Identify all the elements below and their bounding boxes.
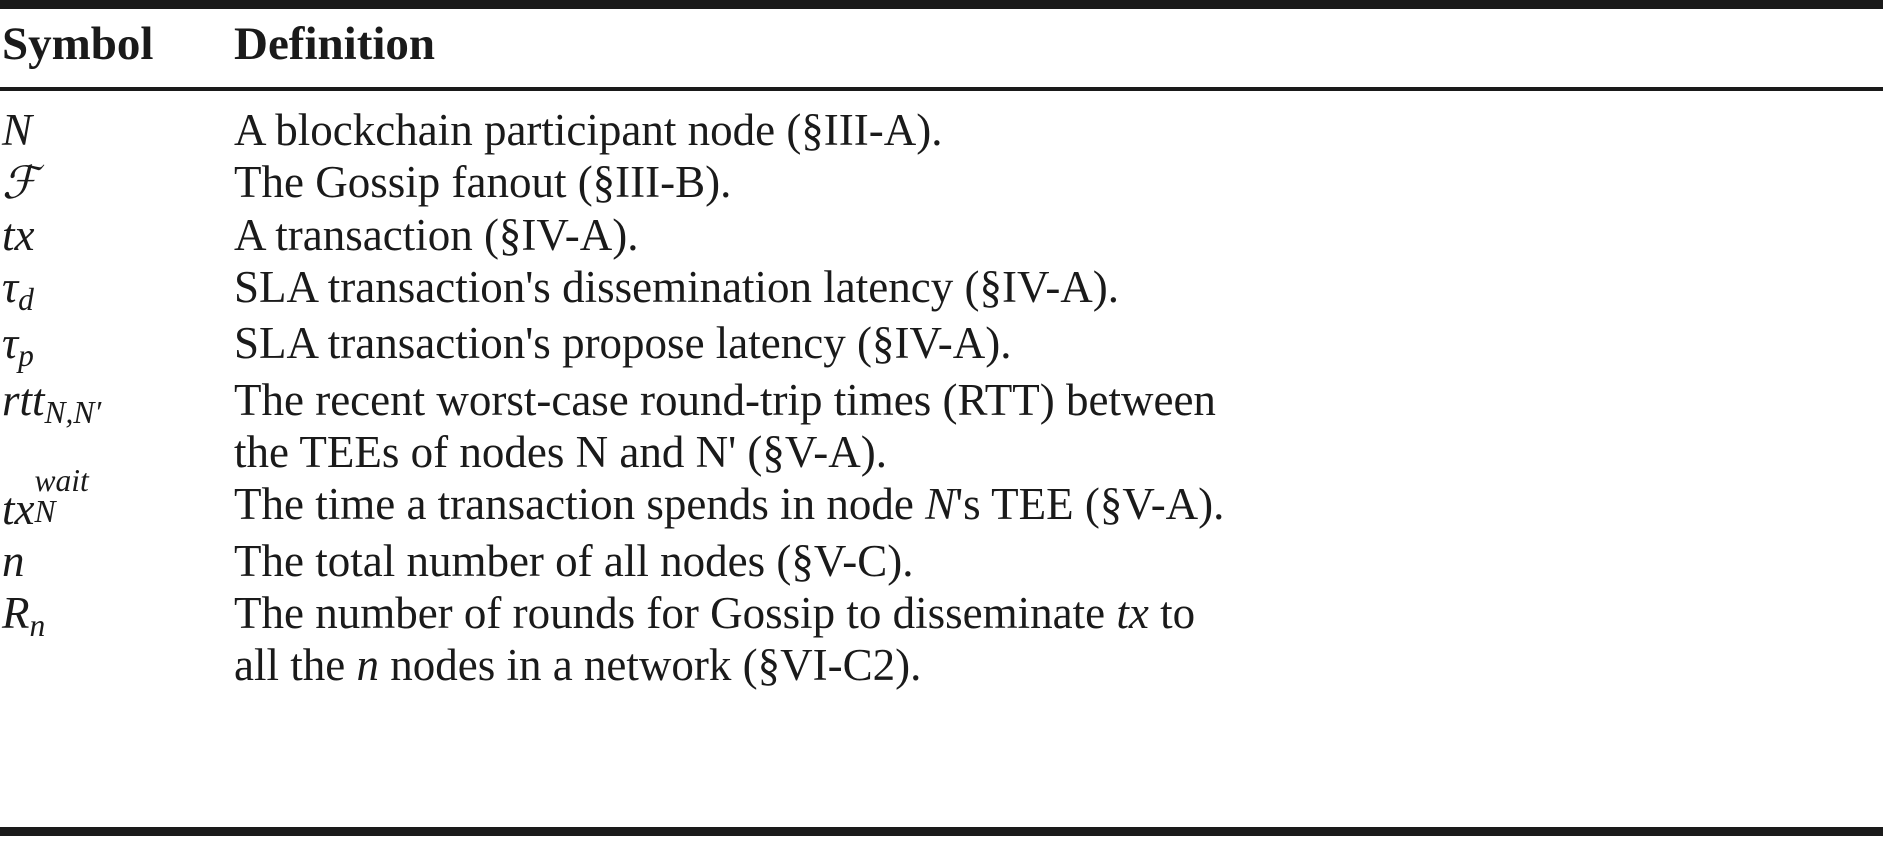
definition-line-2: all the n nodes in a network (§VI-C2). — [234, 640, 1879, 692]
symbol-glyph: ℱ — [2, 155, 38, 209]
definition-line2-post: nodes in a network (§VI-C2). — [378, 639, 922, 690]
symbol-glyph: τ — [2, 261, 19, 312]
column-header-definition: Definition — [234, 18, 436, 70]
symbol-subscript: d — [18, 282, 34, 318]
table-row: tx A transaction (§IV-A). — [0, 210, 1883, 262]
definition-cell-fanout: The Gossip fanout (§III-B). — [234, 156, 732, 207]
symbol-cell-rounds: Rn — [0, 588, 228, 702]
definition-text-pre: The time a transaction spends in node — [234, 478, 926, 529]
table-bottom-rule — [0, 827, 1883, 836]
definition-line-1: The number of rounds for Gossip to disse… — [234, 588, 1879, 640]
definition-line2-pre: all the — [234, 639, 357, 690]
definition-line-1: The time a transaction spends in node N'… — [234, 479, 1879, 531]
table-row: N A blockchain participant node (§III-A)… — [0, 91, 1883, 157]
table-row: rttN,N′ The recent worst-case round-trip… — [0, 375, 1883, 479]
notation-table: Symbol Definition — [0, 9, 1883, 87]
definition-text-pre: The number of rounds for Gossip to disse… — [234, 587, 1117, 638]
symbol-glyph: rtt — [2, 374, 45, 425]
definition-line-2: the TEEs of nodes N and N' (§V-A). — [234, 426, 888, 477]
table-row: ℱ The Gossip fanout (§III-B). — [0, 155, 1883, 210]
definition-cell-tx-wait: The time a transaction spends in node N'… — [228, 479, 1883, 536]
table-body: N A blockchain participant node (§III-A)… — [0, 91, 1883, 702]
symbol-subscript: p — [18, 338, 34, 374]
definition-inline-math: tx — [1116, 587, 1149, 638]
symbol-cell-tau-p: τp — [0, 318, 228, 375]
table-top-rule — [0, 0, 1883, 9]
notation-table-body-wrapper: N A blockchain participant node (§III-A)… — [0, 91, 1883, 702]
definition-cell-rtt: The recent worst-case round-trip times (… — [228, 375, 1883, 479]
definition-cell-tau-p: SLA transaction's propose latency (§IV-A… — [234, 318, 1012, 369]
definition-text-post: to — [1148, 587, 1196, 638]
definition-inline-math: N — [925, 478, 956, 529]
symbol-glyph: τ — [2, 318, 19, 369]
symbol-cell-fanout: ℱ — [0, 155, 228, 210]
symbol-glyph: tx — [2, 483, 35, 534]
definition-text-post: 's TEE (§V-A). — [955, 478, 1225, 529]
definition-cell-node: A blockchain participant node (§III-A). — [234, 104, 943, 155]
symbol-subscript: N,N′ — [44, 395, 102, 431]
symbol-cell-transaction: tx — [0, 210, 228, 262]
definition-cell-rounds: The number of rounds for Gossip to disse… — [228, 588, 1883, 702]
symbol-glyph: tx — [2, 209, 35, 260]
symbol-cell-node: N — [0, 91, 228, 157]
symbol-glyph: R — [2, 587, 30, 638]
table-row: Rn The number of rounds for Gossip to di… — [0, 588, 1883, 702]
symbol-subscript: N — [34, 494, 56, 530]
table-row: n The total number of all nodes (§V-C). — [0, 536, 1883, 588]
header-row: Symbol Definition — [0, 9, 1883, 87]
column-header-symbol: Symbol — [2, 18, 154, 70]
definition-cell-n: The total number of all nodes (§V-C). — [234, 535, 914, 586]
table-mid-rule — [0, 86, 1883, 91]
symbol-cell-tau-d: τd — [0, 262, 228, 319]
symbol-glyph: n — [2, 535, 25, 586]
definition-line-1: The recent worst-case round-trip times (… — [234, 374, 1216, 425]
table-header: Symbol Definition — [0, 9, 1883, 87]
symbol-glyph: N — [2, 104, 33, 155]
table-row: τp SLA transaction's propose latency (§I… — [0, 318, 1883, 375]
symbol-cell-rtt: rttN,N′ — [0, 375, 228, 479]
symbol-cell-n: n — [0, 536, 228, 588]
definition-line2-math: n — [356, 639, 379, 690]
table-row: τd SLA transaction's dissemination laten… — [0, 262, 1883, 319]
definition-cell-transaction: A transaction (§IV-A). — [234, 209, 639, 260]
definition-cell-tau-d: SLA transaction's dissemination latency … — [234, 261, 1120, 312]
symbol-superscript: wait — [34, 462, 89, 498]
symbol-subscript: n — [29, 608, 46, 644]
